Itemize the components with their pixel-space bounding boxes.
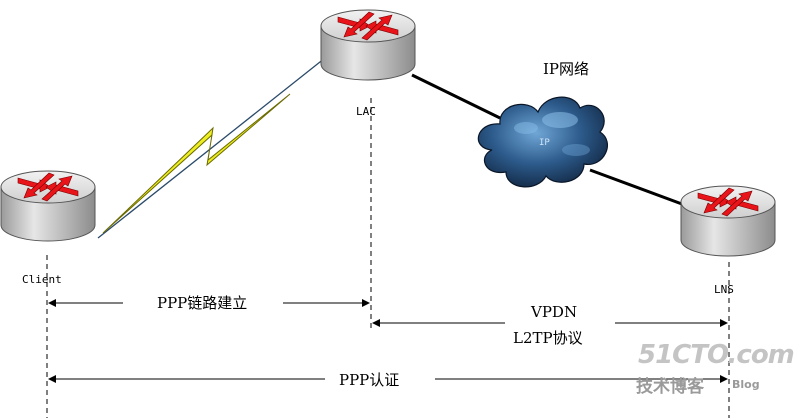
lac-label: LAC	[356, 105, 376, 118]
cloud-label: IP	[539, 138, 550, 148]
lns-label: LNS	[714, 283, 734, 296]
lns-router-icon	[680, 185, 776, 257]
lac-cloud-link	[411, 73, 501, 120]
watermark-blog: Blog	[732, 378, 760, 391]
vpdn-label: VPDN	[529, 303, 580, 321]
cloud-lns-link	[589, 168, 691, 209]
lac-router-icon	[320, 9, 416, 81]
client-router-icon	[0, 170, 96, 242]
lightning-icon	[102, 93, 291, 234]
watermark-site: 51CTO.com	[638, 340, 794, 370]
ppp-link-label: PPP链路建立	[155, 292, 250, 313]
watermark-tagline: 技术博客	[636, 377, 704, 397]
ppp-auth-label: PPP认证	[337, 369, 402, 390]
client-lac-link	[97, 57, 326, 239]
cloud-icon	[477, 96, 609, 188]
vpdn-diagram	[0, 9, 776, 418]
network-label: IP网络	[543, 60, 590, 78]
client-label: Client	[22, 273, 62, 286]
l2tp-label: L2TP协议	[511, 327, 585, 348]
